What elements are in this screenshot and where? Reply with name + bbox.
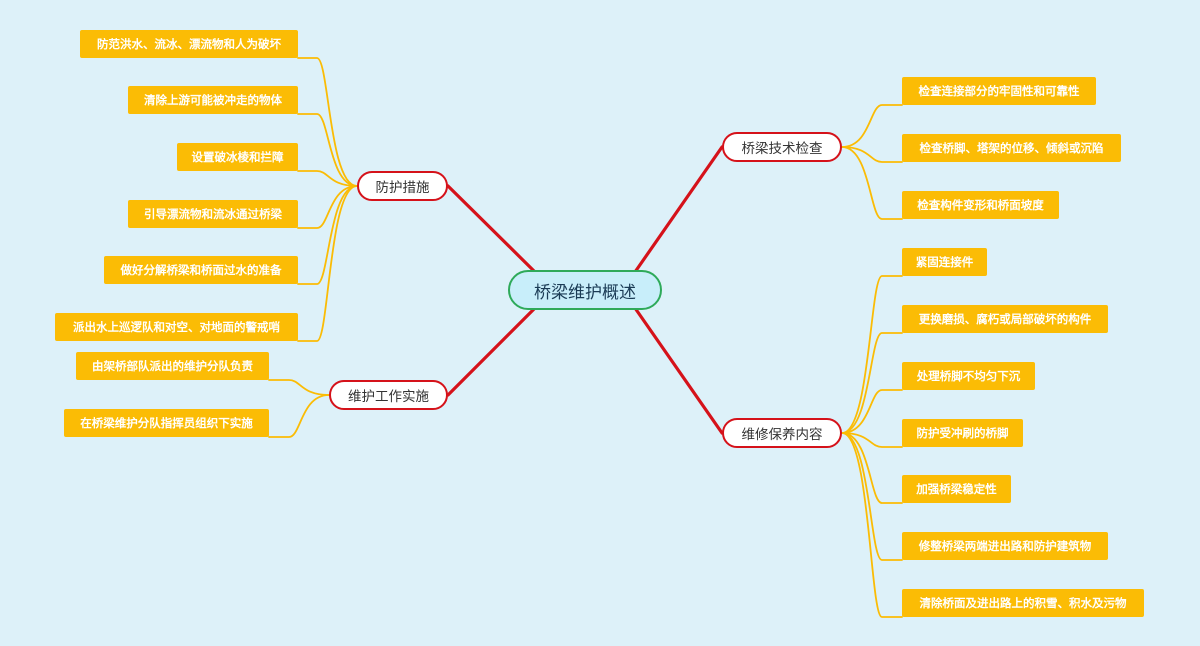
- branch-leaf-line: [841, 332, 903, 434]
- branch-leaf-line: [841, 389, 903, 434]
- branch-protection-measures[interactable]: 防护措施: [357, 171, 448, 201]
- branch-leaf-line: [297, 170, 358, 187]
- leaf-topic[interactable]: 清除上游可能被冲走的物体: [128, 86, 298, 114]
- root-topic[interactable]: 桥梁维护概述: [508, 270, 662, 310]
- leaf-topic[interactable]: 检查桥脚、塔架的位移、倾斜或沉陷: [902, 134, 1121, 162]
- root-branch-line: [446, 306, 537, 397]
- root-branch-line: [633, 306, 724, 435]
- branch-leaf-line: [841, 275, 903, 434]
- leaf-topic[interactable]: 更换磨损、腐朽或局部破坏的构件: [902, 305, 1108, 333]
- leaf-topic[interactable]: 防范洪水、流冰、漂流物和人为破坏: [80, 30, 298, 58]
- branch-leaf-line: [841, 104, 903, 148]
- branch-leaf-line: [841, 432, 903, 561]
- branch-leaf-line: [841, 432, 903, 504]
- branch-leaf-line: [297, 185, 358, 285]
- leaf-topic[interactable]: 检查连接部分的牢固性和可靠性: [902, 77, 1096, 105]
- branch-leaf-line: [841, 146, 903, 163]
- leaf-topic[interactable]: 加强桥梁稳定性: [902, 475, 1011, 503]
- leaf-topic[interactable]: 派出水上巡逻队和对空、对地面的警戒哨: [55, 313, 298, 341]
- leaf-topic[interactable]: 检查构件变形和桥面坡度: [902, 191, 1059, 219]
- leaf-topic[interactable]: 引导漂流物和流冰通过桥梁: [128, 200, 298, 228]
- branch-leaf-line: [268, 379, 330, 396]
- branch-repair-content[interactable]: 维修保养内容: [722, 418, 842, 448]
- branch-leaf-line: [297, 113, 358, 187]
- leaf-topic[interactable]: 修整桥梁两端进出路和防护建筑物: [902, 532, 1108, 560]
- branch-leaf-line: [297, 185, 358, 342]
- leaf-topic[interactable]: 在桥梁维护分队指挥员组织下实施: [64, 409, 269, 437]
- leaf-topic[interactable]: 防护受冲刷的桥脚: [902, 419, 1023, 447]
- root-branch-line: [446, 184, 537, 274]
- leaf-topic[interactable]: 清除桥面及进出路上的积雪、积水及污物: [902, 589, 1144, 617]
- leaf-topic[interactable]: 做好分解桥梁和桥面过水的准备: [104, 256, 298, 284]
- leaf-topic[interactable]: 紧固连接件: [902, 248, 987, 276]
- root-branch-line: [633, 145, 724, 274]
- leaf-topic[interactable]: 由架桥部队派出的维护分队负责: [76, 352, 269, 380]
- branch-technical-inspection[interactable]: 桥梁技术检查: [722, 132, 842, 162]
- branch-leaf-line: [297, 185, 358, 229]
- branch-leaf-line: [841, 146, 903, 220]
- branch-leaf-line: [841, 432, 903, 448]
- branch-maintenance-implementation[interactable]: 维护工作实施: [329, 380, 448, 410]
- branch-leaf-line: [841, 432, 903, 618]
- leaf-topic[interactable]: 处理桥脚不均匀下沉: [902, 362, 1035, 390]
- leaf-topic[interactable]: 设置破冰棱和拦障: [177, 143, 298, 171]
- branch-leaf-line: [297, 57, 358, 187]
- branch-leaf-line: [268, 394, 330, 438]
